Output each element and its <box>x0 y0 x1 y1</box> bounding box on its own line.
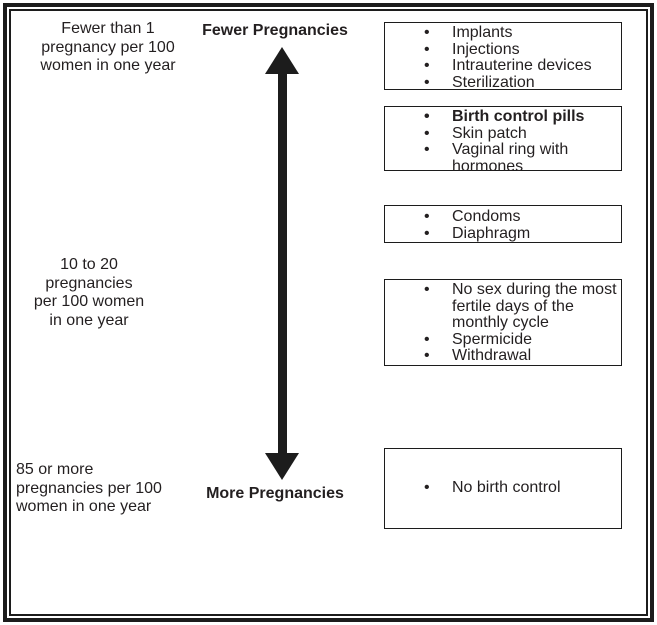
method-list: Condoms Diaphragm <box>385 206 621 242</box>
method-item: No sex during the most fertile days of t… <box>385 281 621 332</box>
method-item: Birth control pills <box>385 108 621 126</box>
rate-label-bottom: 85 or more pregnancies per 100 women in … <box>16 461 162 515</box>
outer-frame <box>3 3 654 622</box>
method-box-barrier: Condoms Diaphragm <box>384 205 622 243</box>
method-item: Condoms <box>385 208 621 226</box>
method-item: Intrauterine devices <box>385 57 621 75</box>
method-item: Sterilization <box>385 74 621 92</box>
method-list: Birth control pills Skin patch Vaginal r… <box>385 107 621 175</box>
down-arrowhead-icon <box>265 453 299 480</box>
method-item: Skin patch <box>385 125 621 143</box>
method-box-hormonal: Birth control pills Skin patch Vaginal r… <box>384 106 622 174</box>
rate-label-top: Fewer than 1 pregnancy per 100 women in … <box>40 20 176 74</box>
rate-label-middle: 10 to 20 pregnancies per 100 women in on… <box>33 256 145 329</box>
method-item: Spermicide <box>385 331 621 349</box>
method-box-behavioral: No sex during the most fertile days of t… <box>384 279 622 366</box>
method-item: Injections <box>385 41 621 59</box>
method-list: No birth control <box>385 480 621 497</box>
method-list: Implants Injections Intrauterine devices… <box>385 23 621 91</box>
method-item: Withdrawal <box>385 347 621 365</box>
more-pregnancies-label: More Pregnancies <box>206 485 344 502</box>
arrow-shaft <box>278 70 287 456</box>
fewer-pregnancies-label: Fewer Pregnancies <box>202 22 348 39</box>
method-item: Implants <box>385 24 621 42</box>
inner-frame <box>9 9 648 616</box>
method-item: Vaginal ring with hormones <box>385 141 621 175</box>
method-box-most-effective: Implants Injections Intrauterine devices… <box>384 22 622 91</box>
method-box-no-birth-control: No birth control <box>384 448 622 529</box>
method-item: Diaphragm <box>385 225 621 243</box>
method-item: No birth control <box>385 480 621 497</box>
method-list: No sex during the most fertile days of t… <box>385 280 621 365</box>
up-arrowhead-icon <box>265 47 299 74</box>
